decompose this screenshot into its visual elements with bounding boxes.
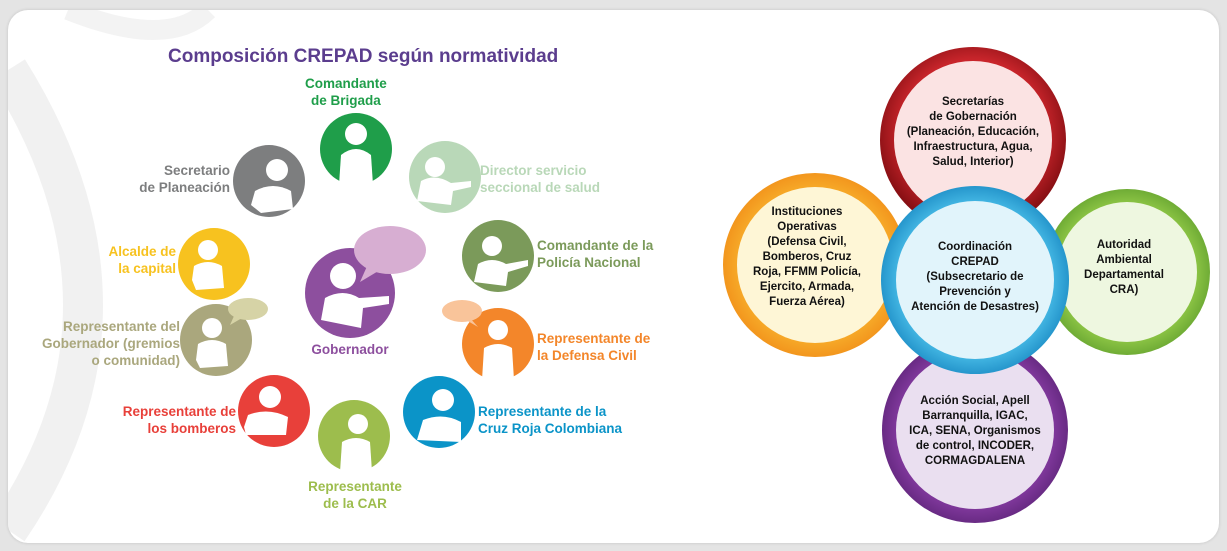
secretario-planeacion-icon bbox=[233, 145, 305, 217]
bomberos-icon bbox=[238, 375, 310, 447]
venn-center-fill bbox=[896, 201, 1054, 359]
venn-right-text: Autoridad Ambiental Departamental CRA) bbox=[1084, 239, 1164, 296]
cruz-roja-icon bbox=[403, 376, 475, 448]
comandante-policia-icon bbox=[462, 220, 534, 292]
label-director-salud: Director servicio seccional de salud bbox=[480, 163, 601, 195]
defensa-civil-icon bbox=[462, 308, 534, 380]
venn-right-fill bbox=[1057, 202, 1197, 342]
label-cruz-roja: Representante de la Cruz Roja Colombiana bbox=[478, 404, 623, 436]
venn-bottom-fill bbox=[896, 351, 1054, 509]
label-defensa-civil: Representante de la Defensa Civil bbox=[537, 331, 651, 363]
representante-gobernador-bubble-icon bbox=[228, 298, 268, 325]
background-decoration bbox=[8, 10, 216, 542]
label-alcalde: Alcalde de la capital bbox=[108, 244, 176, 276]
diagram-title: Composición CREPAD según normatividad bbox=[168, 46, 559, 67]
label-representante-car: Representante de la CAR bbox=[308, 479, 402, 511]
venn-left-fill bbox=[737, 187, 893, 343]
venn-top-text: Secretarías de Gobernación (Planeación, … bbox=[906, 96, 1040, 168]
comandante-brigada-icon bbox=[320, 113, 392, 185]
label-gobernador: Gobernador bbox=[311, 342, 389, 357]
alcalde-icon bbox=[178, 228, 250, 300]
venn-bottom-text: Acción Social, Apell Barranquilla, IGAC,… bbox=[909, 395, 1041, 467]
director-salud-icon bbox=[409, 141, 481, 213]
representante-car-icon bbox=[318, 400, 390, 472]
label-comandante-policia: Comandante de la Policía Nacional bbox=[537, 238, 654, 270]
venn-left-text: Instituciones Operativas (Defensa Civil,… bbox=[753, 206, 861, 308]
label-comandante-brigada: Comandante de Brigada bbox=[305, 76, 387, 108]
venn-top-fill bbox=[894, 61, 1052, 219]
label-bomberos: Representante de los bomberos bbox=[122, 404, 236, 436]
label-secretario-planeacion: Secretario de Planeación bbox=[139, 163, 230, 195]
defensa-civil-bubble-icon bbox=[442, 300, 482, 327]
label-representante-gobernador: Representante del Gobernador (gremios o … bbox=[41, 319, 180, 368]
venn-center-text: Coordinación CREPAD (Subsecretario de Pr… bbox=[911, 241, 1039, 313]
gobernador-speech-bubble-icon bbox=[354, 226, 426, 282]
